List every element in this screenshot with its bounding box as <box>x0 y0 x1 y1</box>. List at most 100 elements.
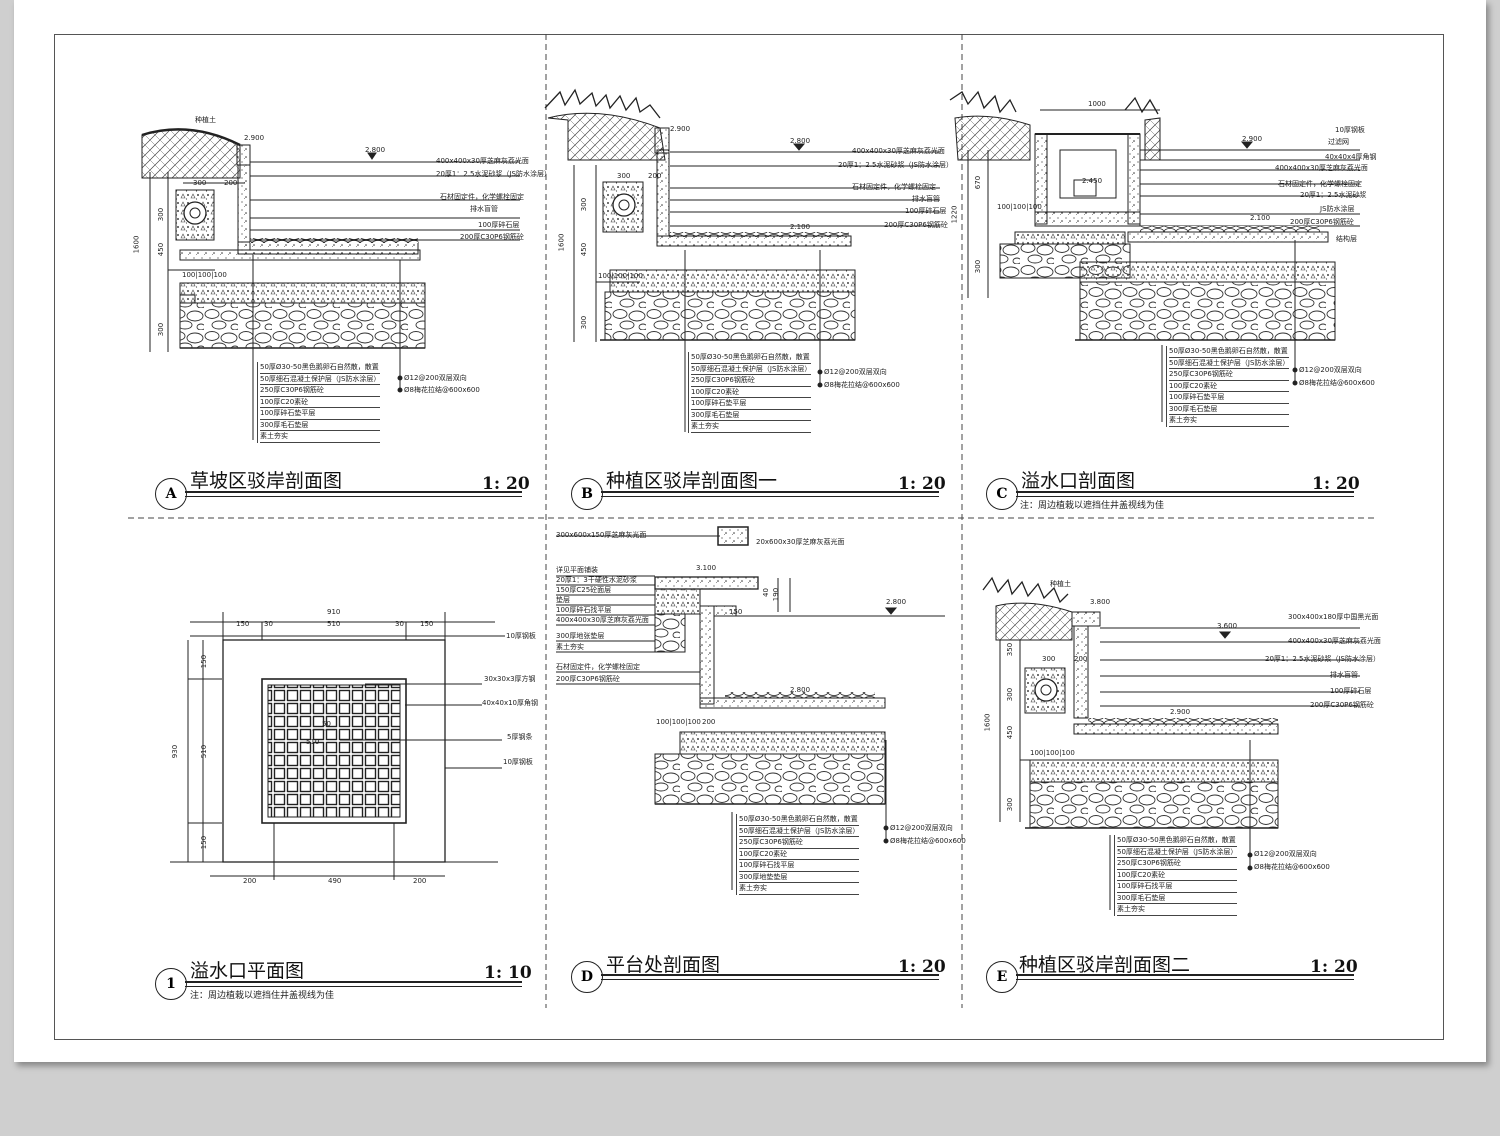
title-underline <box>1016 979 1354 980</box>
title-underline <box>601 496 939 497</box>
dim-label: 200 <box>224 179 238 187</box>
bottom-layer-stack: 50厚Ø30-50黑色鹅卵石自然散，散置 50厚细石混凝土保护层（JS防水涂层）… <box>1166 346 1290 427</box>
section-badge: E <box>986 961 1018 993</box>
dim-label: 300 <box>617 172 631 180</box>
dim-label: 300 <box>1042 655 1056 663</box>
layer-label: 过滤网 <box>1328 138 1349 146</box>
dim-label: 30 <box>264 620 273 628</box>
dim-label: 510 <box>200 744 209 759</box>
plan-label: 30x30x3厚方钢 <box>484 675 536 683</box>
dim-label: 50 <box>322 720 331 728</box>
elevation-water: 2.800 <box>790 137 811 145</box>
dim-label: 150 <box>420 620 434 628</box>
title-underline <box>601 974 939 976</box>
rebar-label: Ø8梅花拉结@600x600 <box>404 386 480 394</box>
title-underline <box>185 496 522 497</box>
section-badge: D <box>571 961 603 993</box>
title-underline <box>185 986 522 987</box>
dim-label: 1220 <box>950 205 959 224</box>
dim-label: 100|100|100 <box>598 272 643 280</box>
layer-label: 300x400x180厚中国黑光面 <box>1288 613 1379 621</box>
layer-label: 100厚碎石找平层 <box>739 860 860 872</box>
scale-label: 1: 20 <box>898 957 946 977</box>
dim-label: 40 <box>761 588 770 597</box>
layer-label: 50厚细石混凝土保护层（JS防水涂层） <box>739 826 860 837</box>
layer-label: 50厚Ø30-50黑色鹅卵石自然散，散置 <box>691 352 812 364</box>
layer-label: 400x400x30厚芝麻灰荔光面 <box>1288 637 1381 645</box>
plan-label: 40x40x10厚角钢 <box>482 699 539 707</box>
layer-label: 250厚C30P6钢筋砼 <box>739 837 860 849</box>
layer-label: 50厚细石混凝土保护层（JS防水涂层） <box>1117 847 1238 858</box>
dim-label: 100|100|100 <box>997 203 1042 211</box>
scale-label: 1: 20 <box>482 474 530 494</box>
dim-label: 300 <box>580 197 589 212</box>
elevation-bottom: 2.900 <box>1170 708 1191 716</box>
elevation-water: 3.600 <box>1217 622 1238 630</box>
layer-label: 50厚Ø30-50黑色鹅卵石自然散，散置 <box>1169 346 1290 358</box>
layer-label: 详见平面铺装 <box>556 566 598 574</box>
section-A-drawing <box>141 128 520 440</box>
layer-label: 素土夯实 <box>1117 904 1238 916</box>
title-underline <box>1016 496 1354 497</box>
dim-label: 510 <box>306 738 320 746</box>
rebar-label: Ø12@200双层双向 <box>1254 850 1317 858</box>
dim-label: 450 <box>1006 725 1015 740</box>
layer-label: 300厚毛石垫层 <box>1169 404 1290 415</box>
layer-label: 100厚C20素砼 <box>739 849 860 860</box>
layer-label: 200厚C30P6钢筋砼 <box>460 233 524 241</box>
layer-label: 素土夯实 <box>556 643 584 651</box>
layer-label: 100厚碎石找平层 <box>556 606 612 614</box>
layer-label: 100厚碎石垫平层 <box>691 398 812 410</box>
layer-label: 20厚1：2.5水泥砂浆（JS防水涂层） <box>436 170 552 178</box>
elevation-water: 2.800 <box>365 146 386 154</box>
elevation-top: 2.900 <box>244 134 265 142</box>
section-badge: B <box>571 478 603 510</box>
layer-label: 石材固定件，化学螺栓固定 <box>1278 180 1362 188</box>
plant-soil-label: 种植土 <box>1050 580 1071 588</box>
dim-label: 200 <box>1074 655 1088 663</box>
elevation-top: 2.900 <box>670 125 691 133</box>
layer-label: 150厚C25砼面层 <box>556 586 612 594</box>
layer-label: 50厚细石混凝土保护层（JS防水涂层） <box>260 374 381 385</box>
section-B-drawing <box>544 88 940 432</box>
elevation-top: 2.900 <box>1242 135 1263 143</box>
dim-label: 30 <box>395 620 404 628</box>
title-underline <box>601 979 939 980</box>
bottom-layer-stack: 50厚Ø30-50黑色鹅卵石自然散，散置 50厚细石混凝土保护层（JS防水涂层）… <box>257 362 381 443</box>
scale-label: 1: 20 <box>898 474 946 494</box>
layer-label: 排水盲管 <box>1330 671 1358 679</box>
dim-label: 350 <box>1006 642 1015 657</box>
panel-title: 溢水口剖面图 <box>1021 470 1136 492</box>
elevation-bottom: 2.100 <box>1250 214 1271 222</box>
scale-label: 1: 10 <box>484 963 532 983</box>
layer-label: 300厚地垫垫层 <box>739 872 860 883</box>
dim-label: 200 <box>648 172 662 180</box>
rebar-label: Ø8梅花拉结@600x600 <box>890 837 966 845</box>
panel-title: 溢水口平面图 <box>190 960 305 982</box>
layer-label: 20厚1：2.5水泥砂浆（JS防水涂层） <box>1265 655 1381 663</box>
dim-label: 1600 <box>983 713 992 732</box>
title-underline <box>1016 491 1354 493</box>
dim-label: 200 <box>413 877 427 885</box>
dim-label: 490 <box>328 877 342 885</box>
panel-dividers <box>128 34 1378 1008</box>
elevation-bottom: 2.100 <box>790 223 811 231</box>
layer-label: 300x600x150厚芝麻灰光面 <box>556 531 647 539</box>
layer-label: 250厚C30P6钢筋砼 <box>260 385 381 397</box>
elevation-top: 3.100 <box>696 564 717 572</box>
layer-label: 20厚1：3干硬性水泥砂浆 <box>556 576 637 584</box>
dim-label: 150 <box>729 608 743 616</box>
bottom-layer-stack: 50厚Ø30-50黑色鹅卵石自然散，散置 50厚细石混凝土保护层（JS防水涂层）… <box>736 814 860 895</box>
layer-label: 100厚碎石垫平层 <box>1169 392 1290 404</box>
scale-label: 1: 20 <box>1310 957 1358 977</box>
layer-label: 素土夯实 <box>691 421 812 433</box>
plan-label: 5厚钢条 <box>507 733 533 741</box>
layer-label: 石材固定件，化学螺栓固定 <box>556 663 640 671</box>
panel-title: 平台处剖面图 <box>606 954 721 976</box>
layer-label: 20x600x30厚芝麻灰荔光面 <box>756 538 845 546</box>
bottom-layer-stack: 50厚Ø30-50黑色鹅卵石自然散，散置 50厚细石混凝土保护层（JS防水涂层）… <box>1114 835 1238 916</box>
layer-label: 50厚细石混凝土保护层（JS防水涂层） <box>1169 358 1290 369</box>
dim-label: 300 <box>1006 797 1015 812</box>
dim-label: 100|100|100 <box>182 271 227 279</box>
